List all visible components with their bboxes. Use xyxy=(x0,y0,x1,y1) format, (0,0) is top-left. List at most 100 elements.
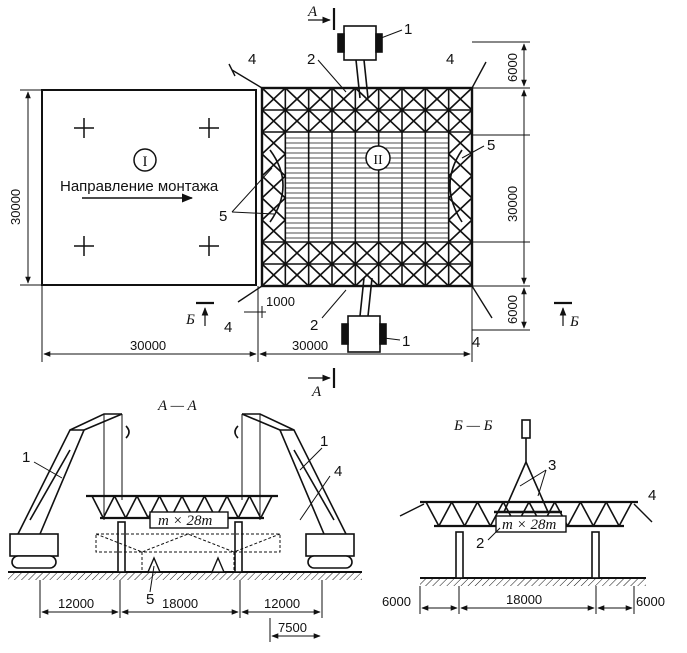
grid-brace xyxy=(424,109,450,133)
plan-crane-top xyxy=(337,25,383,99)
aa-dim-1: 12000 xyxy=(58,596,94,611)
dim-left-height xyxy=(20,89,42,286)
grid-brace xyxy=(261,131,286,155)
plan-callout-4-bl: 4 xyxy=(224,319,232,336)
aa-temporary-supports xyxy=(95,533,281,572)
zone-i-marker xyxy=(133,148,157,172)
bb-load-text: m × 28т xyxy=(502,517,556,533)
grid-brace xyxy=(424,87,450,111)
aa-columns xyxy=(117,521,243,573)
plan-guy-tr xyxy=(471,61,487,89)
grid-brace xyxy=(331,87,356,111)
truss-web xyxy=(476,501,492,527)
bb-load-box xyxy=(495,515,567,533)
truss-web xyxy=(489,501,504,527)
grid-brace xyxy=(261,153,286,177)
aa-ground-hatch xyxy=(8,572,362,580)
grid-brace xyxy=(448,263,473,287)
bb-dim-chain xyxy=(419,586,635,614)
grid-brace xyxy=(378,263,403,287)
grid-brace xyxy=(378,241,403,265)
aa-dim-4: 7500 xyxy=(278,620,307,635)
section-b-left-label: Б xyxy=(185,312,195,328)
plan-guy-br xyxy=(471,285,493,319)
aa-callout-1-left: 1 xyxy=(22,449,30,466)
truss-web xyxy=(237,495,251,519)
bb-leader-2 xyxy=(487,527,501,541)
grid-brace xyxy=(448,175,473,199)
grid-brace xyxy=(331,109,356,133)
grid-brace xyxy=(284,241,310,265)
truss-web xyxy=(125,495,138,519)
bb-callout-4: 4 xyxy=(648,487,656,504)
dim-bottom-left-text: 30000 xyxy=(130,338,166,353)
plan-callout-5-left: 5 xyxy=(219,208,227,225)
truss-web xyxy=(579,501,595,527)
aa-leader-4 xyxy=(299,475,331,521)
bb-leader-3a xyxy=(519,469,547,487)
grid-brace xyxy=(378,109,403,133)
plan-callout-5-right: 5 xyxy=(487,137,495,154)
truss-web xyxy=(463,501,479,527)
grid-brace xyxy=(284,263,310,287)
dim-bottom-chain xyxy=(41,285,473,362)
bb-callout-2: 2 xyxy=(476,535,484,552)
plan-leader-2-top xyxy=(317,59,347,93)
truss-web xyxy=(102,495,116,519)
grid-brace xyxy=(448,197,473,221)
zone-ii-truss-grid xyxy=(261,87,473,287)
grid-brace xyxy=(261,241,286,265)
grid-brace xyxy=(354,241,380,265)
aa-crane-right xyxy=(234,413,355,569)
grid-brace xyxy=(401,263,426,287)
bb-dim-1: 6000 xyxy=(382,594,411,609)
plan-guy-tl xyxy=(231,69,263,89)
grid-brace xyxy=(448,131,473,155)
grid-brace xyxy=(308,109,333,133)
bb-callout-3: 3 xyxy=(548,457,556,474)
truss-web xyxy=(136,495,149,519)
plan-crane-bottom xyxy=(341,277,387,353)
truss-web xyxy=(91,495,104,519)
grid-brace xyxy=(261,109,286,133)
grid-brace xyxy=(424,263,450,287)
plan-leader-1-top xyxy=(380,29,403,39)
grid-brace xyxy=(308,87,333,111)
bb-hook xyxy=(494,419,562,514)
plan-view: I Направление монтажа II 1 1 xyxy=(8,4,579,400)
aa-leader-5 xyxy=(149,565,155,593)
section-a-top-label: A xyxy=(307,4,318,20)
dim-left-height-text: 30000 xyxy=(8,189,23,225)
plan-callout-4-tr: 4 xyxy=(446,51,454,68)
aa-load-text: m × 28т xyxy=(158,513,212,529)
plan-callout-2-top: 2 xyxy=(307,51,315,68)
plan-support-left xyxy=(269,149,284,223)
grid-brace xyxy=(261,175,286,199)
plan-callout-4-tl: 4 xyxy=(248,51,256,68)
dim-bottom-right-text: 30000 xyxy=(292,338,328,353)
dim-right-mid-text: 30000 xyxy=(505,186,520,222)
grid-brace xyxy=(401,241,426,265)
section-aa: A — A m × 28т xyxy=(8,398,362,642)
section-a-bottom-label: A xyxy=(311,384,322,400)
dim-right-top-text: 6000 xyxy=(505,53,520,82)
truss-web xyxy=(618,501,633,527)
grid-brace xyxy=(261,197,286,221)
section-aa-title: A — A xyxy=(157,398,197,414)
grid-brace xyxy=(424,241,450,265)
grid-brace xyxy=(308,263,333,287)
aa-dim-3: 12000 xyxy=(264,596,300,611)
aa-callout-1-right: 1 xyxy=(320,433,328,450)
plan-callout-2-bottom: 2 xyxy=(310,317,318,334)
grid-brace xyxy=(261,87,286,111)
bb-dim-2: 18000 xyxy=(506,592,542,607)
grid-brace xyxy=(378,87,403,111)
zone-i-outline xyxy=(41,89,257,286)
plan-leader-1-bottom xyxy=(383,337,401,341)
aa-jacks xyxy=(146,556,226,573)
bb-leader-3b xyxy=(537,469,547,497)
zone-i-label: I xyxy=(143,154,148,170)
section-bb-title: Б — Б xyxy=(453,418,493,434)
zone-i-column-marks xyxy=(74,118,219,256)
